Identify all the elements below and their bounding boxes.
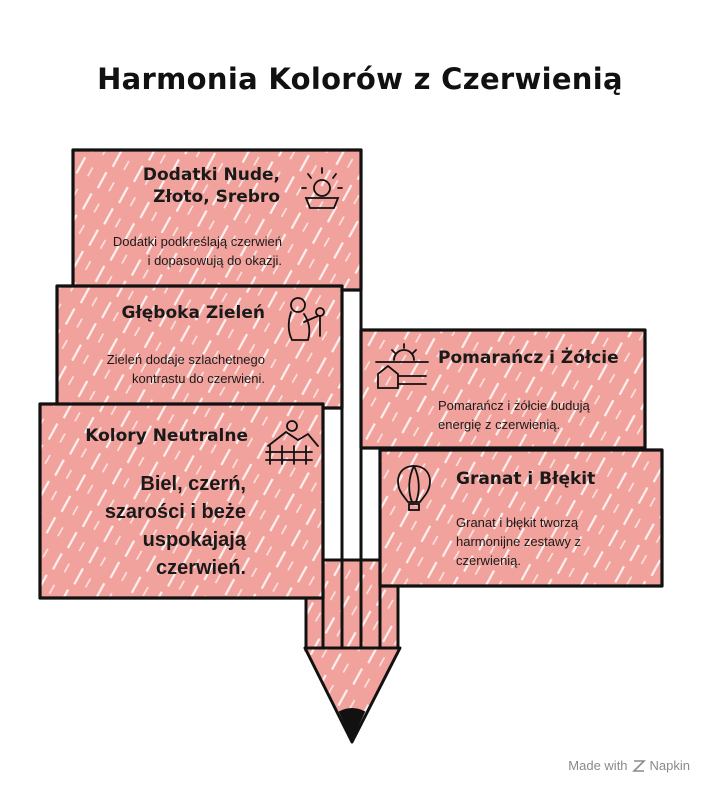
pomarancz-heading: Pomarańcz i Żółcie: [438, 348, 619, 368]
pomarancz-description: Pomarańcz i żółcie budują energię z czer…: [438, 396, 638, 434]
pencil-tip: [303, 646, 402, 744]
neutralne-desc-line4: czerwień.: [155, 557, 246, 579]
dodatki-heading: Dodatki Nude, Złoto, Srebro: [100, 164, 280, 208]
hot-air-balloon-icon: [397, 465, 431, 511]
granat-desc-line2: harmonijne zestawy z: [456, 534, 581, 549]
card-zielen: [55, 284, 344, 410]
card-dodatki: [71, 148, 363, 292]
made-with-napkin[interactable]: Made with Napkin: [568, 758, 690, 773]
farm-sunrise-icon: [375, 343, 429, 389]
page-title: Harmonia Kolorów z Czerwienią: [97, 62, 623, 96]
made-with-label: Made with: [568, 758, 628, 773]
neutralne-desc-line3: uspokajają: [142, 529, 246, 551]
card-pomarancz: [359, 328, 647, 450]
card-granat: [378, 448, 664, 588]
pomarancz-desc-line2: energię z czerwienią.: [438, 417, 561, 432]
granat-desc-line1: Granat i błękit tworzą: [456, 515, 579, 530]
dodatki-desc-line1: Dodatki podkreślają czerwień: [112, 234, 282, 249]
sunrise-icon: [301, 167, 343, 209]
zielen-heading: Głęboka Zieleń: [121, 303, 265, 323]
neutralne-desc-line2: szarości i beże: [104, 501, 246, 523]
pomarancz-desc-line1: Pomarańcz i żółcie budują: [438, 398, 590, 413]
dodatki-heading-line2: Złoto, Srebro: [153, 187, 280, 207]
granat-desc-line3: czerwienią.: [456, 553, 522, 568]
napkin-logo-icon: [631, 759, 646, 772]
zielen-desc-line1: Zieleń dodaje szlachetnego: [106, 352, 265, 367]
neutralne-description: Biel, czerń, szarości i beże uspokajają …: [60, 470, 246, 582]
granat-description: Granat i błękit tworzą harmonijne zestaw…: [456, 513, 651, 570]
napkin-brand-label: Napkin: [649, 758, 690, 773]
granat-heading: Granat i Błękit: [456, 469, 596, 489]
dodatki-description: Dodatki podkreślają czerwień i dopasowuj…: [70, 232, 282, 270]
landscape-fence-icon: [265, 420, 319, 465]
card-neutralne: [38, 402, 325, 600]
dodatki-desc-line2: i dopasowują do okazji.: [147, 253, 282, 268]
neutralne-heading: Kolory Neutralne: [85, 426, 248, 446]
dodatki-heading-line1: Dodatki Nude,: [142, 165, 280, 185]
zielen-description: Zieleń dodaje szlachetnego kontrastu do …: [60, 350, 265, 388]
zielen-desc-line2: kontrastu do czerwieni.: [132, 371, 265, 386]
neutralne-desc-line1: Biel, czerń,: [140, 473, 246, 495]
woman-with-flower-icon: [287, 297, 325, 341]
